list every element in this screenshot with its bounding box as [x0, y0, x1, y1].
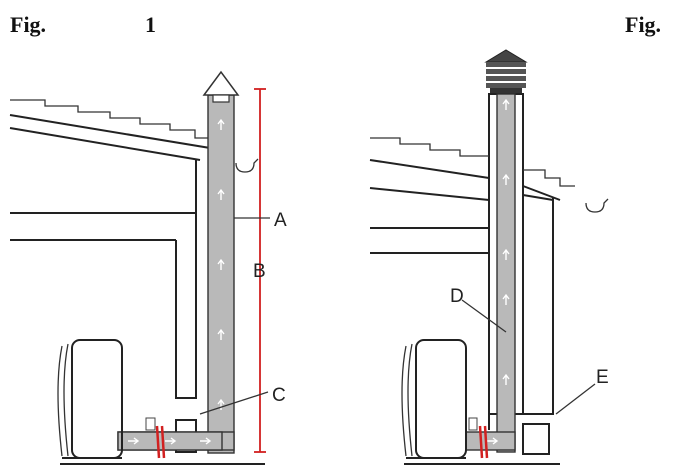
- leader-c: [199, 391, 269, 415]
- leader-e: [555, 383, 596, 415]
- chimney-d: [488, 93, 524, 453]
- stove-icon: [401, 339, 478, 459]
- gutter-icon: [235, 158, 259, 173]
- callout-a: A: [274, 210, 287, 231]
- roof-left: [9, 99, 218, 162]
- building-left: [10, 160, 197, 399]
- callout-b: B: [253, 261, 266, 282]
- flue-pipe-a: [202, 70, 240, 454]
- stove-icon: [57, 339, 156, 459]
- leader-d: [461, 299, 507, 333]
- building-right: [370, 227, 554, 415]
- figure-2: D E: [369, 49, 609, 465]
- figure-1-number: 1: [145, 12, 156, 37]
- flow-arrows-2: [487, 98, 510, 445]
- callout-e: E: [596, 367, 609, 388]
- cowl-icon: [484, 49, 528, 94]
- gutter-icon: [585, 198, 609, 213]
- flow-arrows-1: [128, 118, 225, 445]
- seal-ring-1: [155, 425, 166, 459]
- dimension-b: [254, 88, 266, 453]
- flue-connector-e: [465, 414, 550, 455]
- callout-d: D: [450, 286, 464, 307]
- figure-1-label: Fig.: [10, 12, 46, 37]
- figure-1: A B C: [9, 70, 287, 465]
- cap-cone-icon: [202, 70, 240, 96]
- callout-c: C: [272, 385, 286, 406]
- seal-ring-2: [478, 425, 489, 459]
- figure-2-label: Fig.: [625, 12, 661, 37]
- roof-right: [369, 137, 575, 230]
